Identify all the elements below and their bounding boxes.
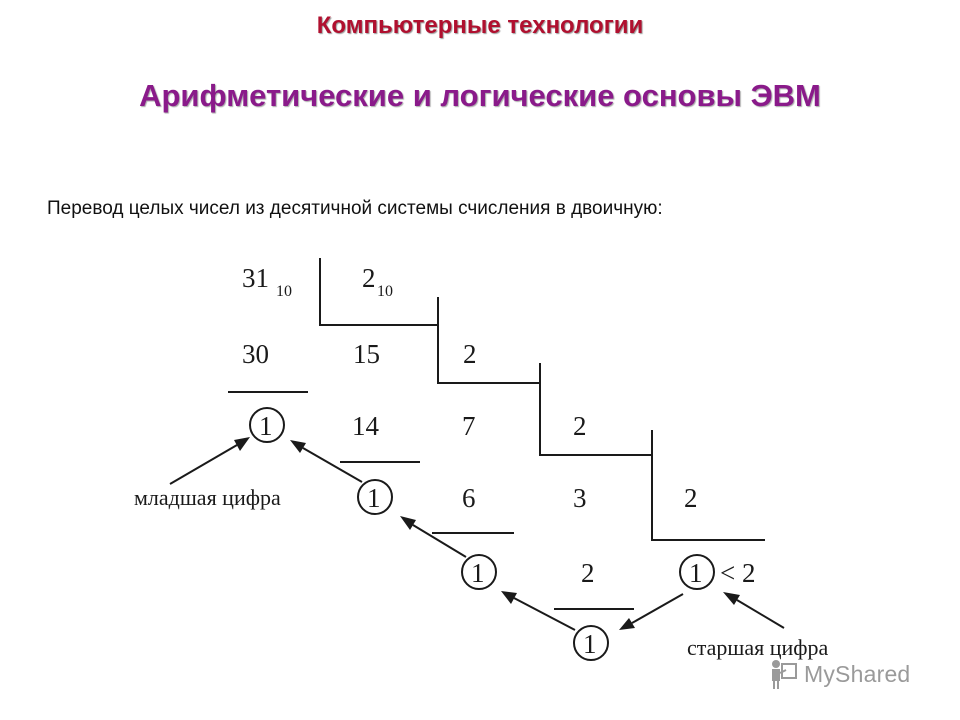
main-title: Арифметические и логические основы ЭВМ bbox=[139, 78, 821, 113]
arrow-3-to-2 bbox=[501, 591, 576, 631]
division-bracket-3 bbox=[539, 363, 652, 456]
arrow-1-to-0 bbox=[290, 440, 363, 483]
header-title: Компьютерные технологии bbox=[316, 12, 644, 39]
divisor-value: 2 bbox=[362, 263, 376, 293]
division-bracket-4 bbox=[651, 430, 765, 541]
quotient-2: 7 bbox=[462, 411, 476, 441]
remainder-circle-3 bbox=[461, 554, 497, 590]
quotient-3: 3 bbox=[573, 483, 587, 513]
dividend-value: 31 bbox=[242, 263, 269, 293]
arrow-4-to-3 bbox=[619, 593, 684, 630]
dividend-base: 10 bbox=[276, 283, 292, 300]
product-1: 30 bbox=[242, 339, 269, 369]
remainder-circle-1 bbox=[249, 407, 285, 443]
division-bracket-1 bbox=[319, 258, 438, 326]
arrow-lowest-to-first bbox=[169, 437, 250, 485]
remainder-2: 1 bbox=[367, 483, 381, 513]
divisor-base: 10 bbox=[377, 283, 393, 300]
product-2: 14 bbox=[352, 411, 380, 441]
remainder-circle-4 bbox=[573, 625, 609, 661]
arrow-2-to-1 bbox=[400, 516, 467, 558]
subtitle: Перевод целых чисел из десятичной систем… bbox=[47, 198, 663, 219]
watermark-text: MyShared bbox=[804, 660, 911, 687]
remainder-5: 1 bbox=[689, 558, 703, 588]
label-highest-digit: старшая цифра bbox=[687, 635, 829, 660]
remainder-3: 1 bbox=[471, 558, 485, 588]
final-less-than: < 2 bbox=[720, 558, 755, 588]
arrow-highest bbox=[723, 592, 785, 629]
remainder-circle-2 bbox=[357, 479, 393, 515]
product-4: 2 bbox=[581, 558, 595, 588]
quotient-1: 15 bbox=[353, 339, 380, 369]
division-bracket-2 bbox=[437, 297, 540, 384]
watermark: MyShared bbox=[768, 656, 910, 692]
teacher-board-icon bbox=[772, 660, 797, 689]
divisor-3: 2 bbox=[573, 411, 587, 441]
remainder-4: 1 bbox=[583, 629, 597, 659]
remainder-circle-5 bbox=[679, 554, 715, 590]
divisor-2: 2 bbox=[463, 339, 477, 369]
divisor-4: 2 bbox=[684, 483, 698, 513]
product-3: 6 bbox=[462, 483, 476, 513]
label-lowest-digit: младшая цифра bbox=[134, 485, 281, 510]
remainder-1: 1 bbox=[259, 411, 273, 441]
